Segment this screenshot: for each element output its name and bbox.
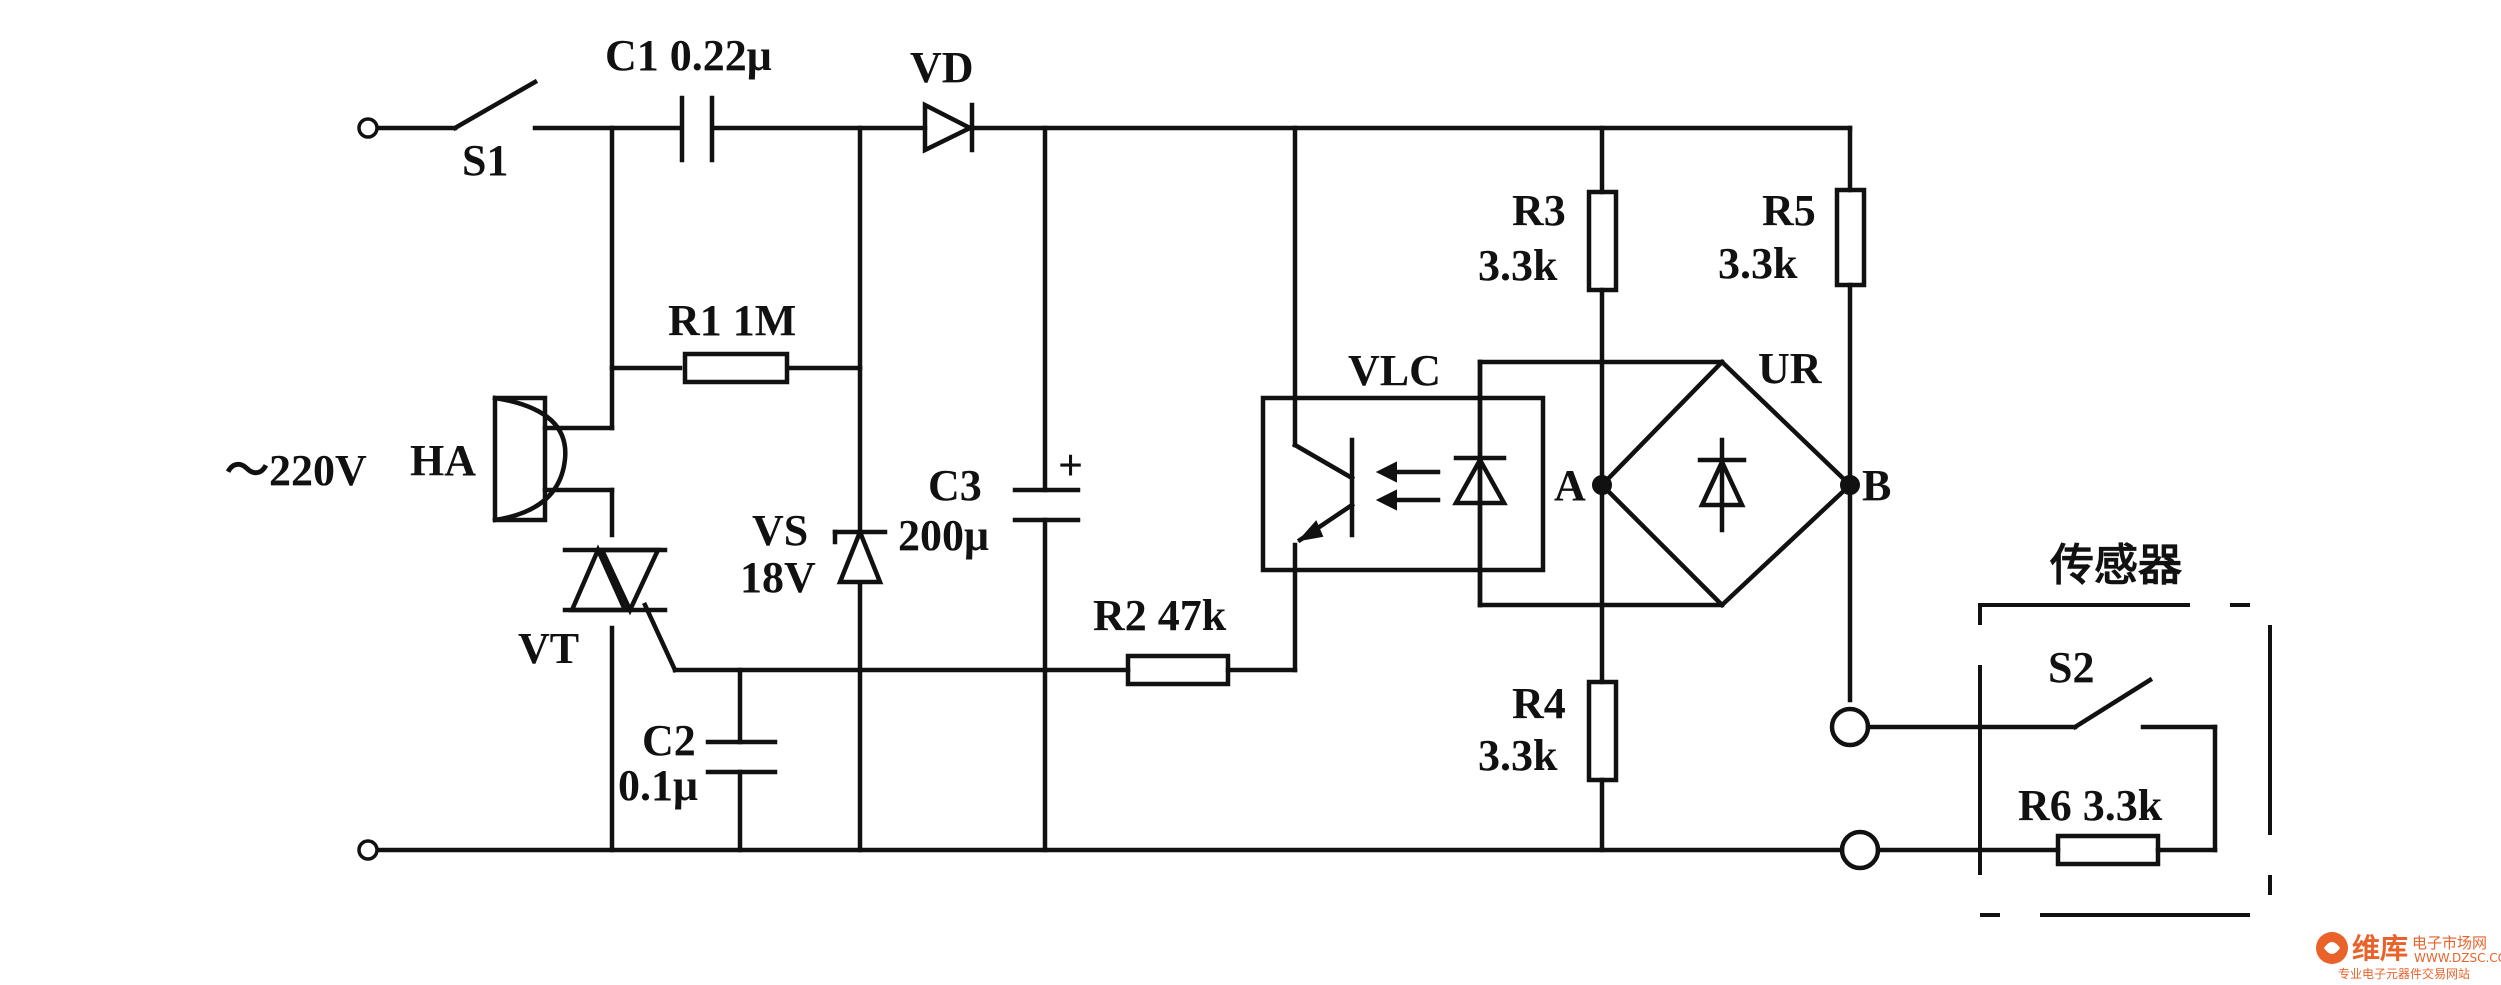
resistor-r1 (682, 351, 790, 385)
terminals (357, 117, 1881, 871)
label-ur: UR (1758, 344, 1823, 393)
bridge-rectifier-ur (1598, 358, 1854, 609)
label-r5-name: R5 (1762, 186, 1816, 235)
node-b-dot (1840, 475, 1860, 495)
sensor-terminal-bottom (1839, 829, 1881, 871)
s1-switch-blade (451, 78, 539, 132)
label-c3-value: 200μ (898, 511, 989, 560)
label-r4-name: R4 (1512, 679, 1566, 728)
label-s1: S1 (462, 136, 508, 185)
node-a-dot (1592, 475, 1612, 495)
label-r3-value: 3.3k (1478, 241, 1558, 290)
labels: S1 C1 0.22μ VD R1 1M ～220V HA VS 18V C3 … (225, 31, 2183, 830)
resistor-r6 (2055, 833, 2161, 867)
triac-vt (562, 544, 668, 616)
label-r5-value: 3.3k (1718, 239, 1798, 288)
resistor-r3 (1586, 189, 1619, 293)
sensor-enclosure (1978, 603, 2272, 917)
label-vlc: VLC (1348, 346, 1441, 395)
sensor-terminal-top (1829, 706, 1871, 748)
label-vt: VT (518, 624, 579, 673)
buzzer-ha (492, 395, 568, 523)
diode-vd (922, 101, 976, 154)
resistor-r2 (1125, 653, 1231, 687)
input-terminal-top (357, 117, 379, 139)
watermark-url: WWW.DZSC.COM (2414, 951, 2501, 965)
s2-switch-blade (2071, 676, 2154, 731)
label-vd: VD (910, 43, 974, 92)
optocoupler-vlc (1260, 359, 1546, 608)
label-r4-value: 3.3k (1478, 731, 1558, 780)
label-r1: R1 1M (668, 296, 796, 345)
label-sensor: 传感器 (2049, 540, 2183, 591)
watermark-tagline: 电子市场网 (2412, 934, 2487, 952)
resistor-r5 (1834, 187, 1867, 288)
label-r2: R2 47k (1093, 591, 1227, 640)
label-node-a: A (1554, 461, 1586, 510)
label-ac-source: ～220V (225, 446, 367, 495)
label-c3-plus: + (1058, 441, 1083, 490)
label-r3-name: R3 (1512, 186, 1566, 235)
wires (375, 78, 2218, 853)
label-c2-name: C2 (642, 716, 696, 765)
resistor-r4 (1586, 679, 1619, 783)
label-ha: HA (410, 436, 476, 485)
label-c2-value: 0.1μ (618, 761, 698, 810)
capacitor-c3 (1012, 487, 1081, 523)
label-r6: R6 3.3k (2018, 781, 2163, 830)
label-node-b: B (1862, 461, 1891, 510)
watermark-slogan: 专业电子元器件交易网站 (2338, 966, 2470, 981)
watermark-brand: 维库 (2352, 932, 2408, 965)
label-vs-name: VS (752, 506, 808, 555)
label-s2: S2 (2048, 643, 2094, 692)
input-terminal-bottom (357, 839, 379, 861)
watermark-logo: 维库 电子市场网 WWW.DZSC.COM 专业电子元器件交易网站 (2316, 932, 2501, 981)
label-c1: C1 0.22μ (605, 31, 772, 80)
zener-vs (832, 525, 888, 585)
capacitor-c2 (705, 739, 778, 775)
label-c3-name: C3 (928, 461, 982, 510)
label-vs-value: 18V (740, 553, 816, 602)
